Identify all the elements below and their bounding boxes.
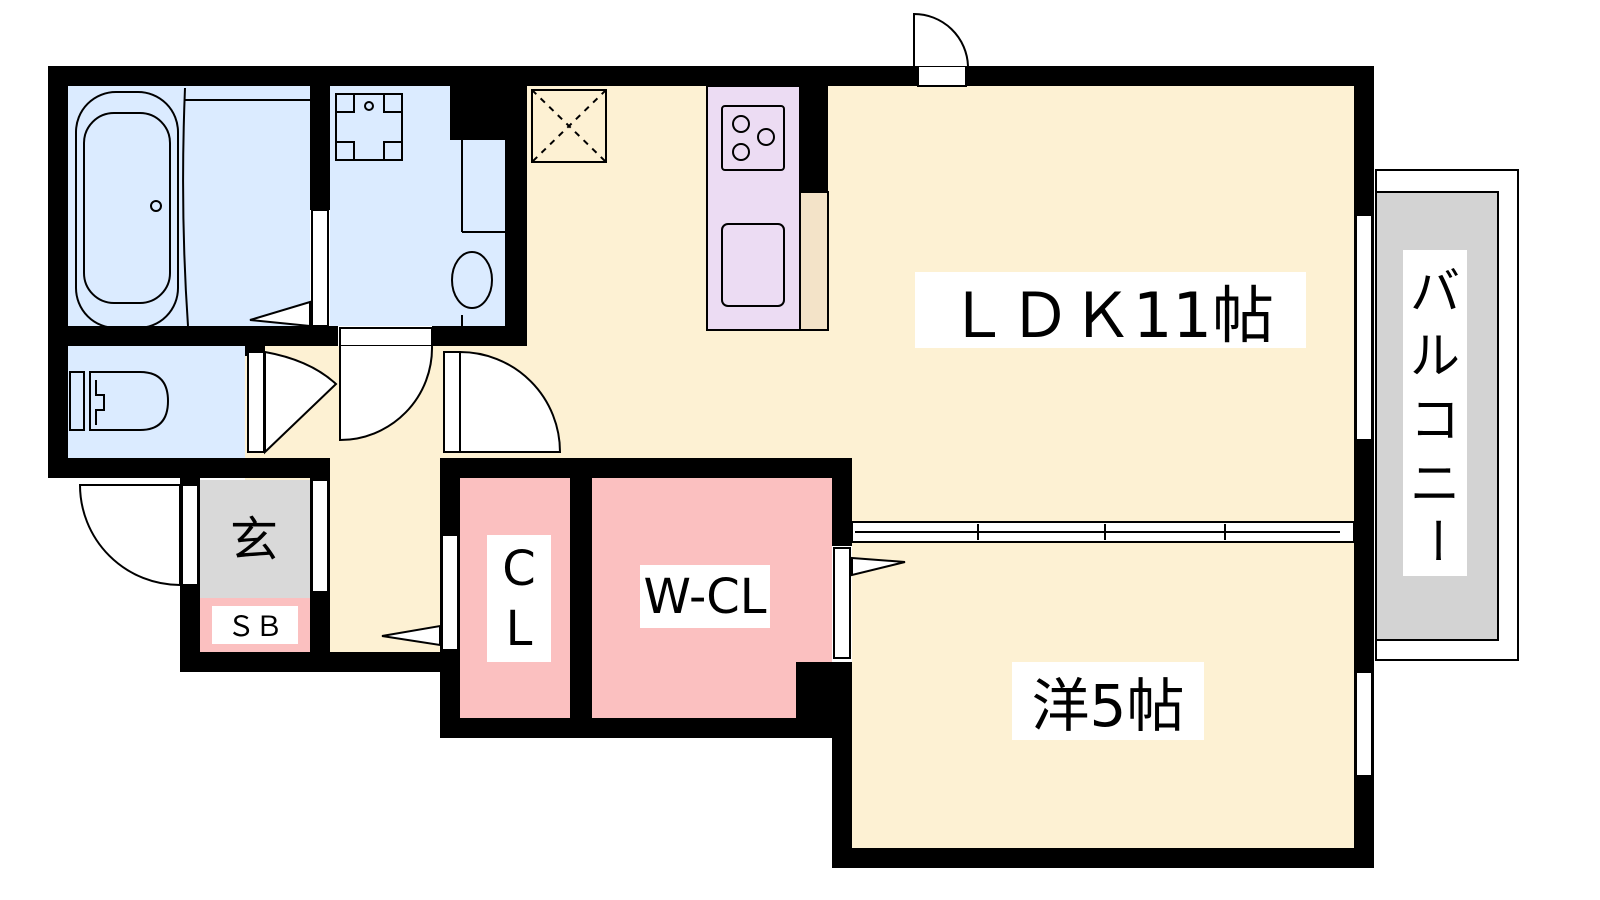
- bathtub-icon: [75, 87, 310, 329]
- balcony-char: ル: [1410, 327, 1460, 385]
- shoebox-label: ＳＢ: [212, 606, 298, 644]
- kitchen-counter: [706, 85, 801, 331]
- stove-icon: [721, 105, 785, 307]
- sliding-door: [855, 524, 1340, 540]
- balcony-char: ニ: [1410, 455, 1460, 513]
- balcony-char: バ: [1410, 263, 1460, 321]
- toilet-icon: [69, 371, 170, 431]
- washing-machine-icon: [335, 93, 403, 161]
- ldk-label: ＬＤＫ11帖: [915, 272, 1306, 352]
- balcony-label: バ ル コ ニ ー: [1403, 250, 1467, 576]
- genkan-label: 玄: [222, 502, 286, 568]
- western-room-label: 洋5帖: [1012, 662, 1204, 740]
- counter-side: [799, 191, 829, 331]
- closet-label-c: C: [502, 540, 536, 597]
- toilet-floor: [68, 346, 245, 458]
- door-swings: [78, 12, 969, 647]
- windows: [181, 65, 1373, 777]
- closet-label: C L: [487, 535, 551, 662]
- closet-label-l: L: [505, 600, 533, 657]
- sink-icon: [451, 140, 505, 326]
- balcony-char: ー: [1406, 516, 1464, 566]
- refrigerator-space-icon: [531, 89, 607, 163]
- balcony-char: コ: [1410, 391, 1460, 449]
- walk-in-closet-label: W-CL: [640, 565, 770, 628]
- bathroom-floor: [68, 86, 310, 326]
